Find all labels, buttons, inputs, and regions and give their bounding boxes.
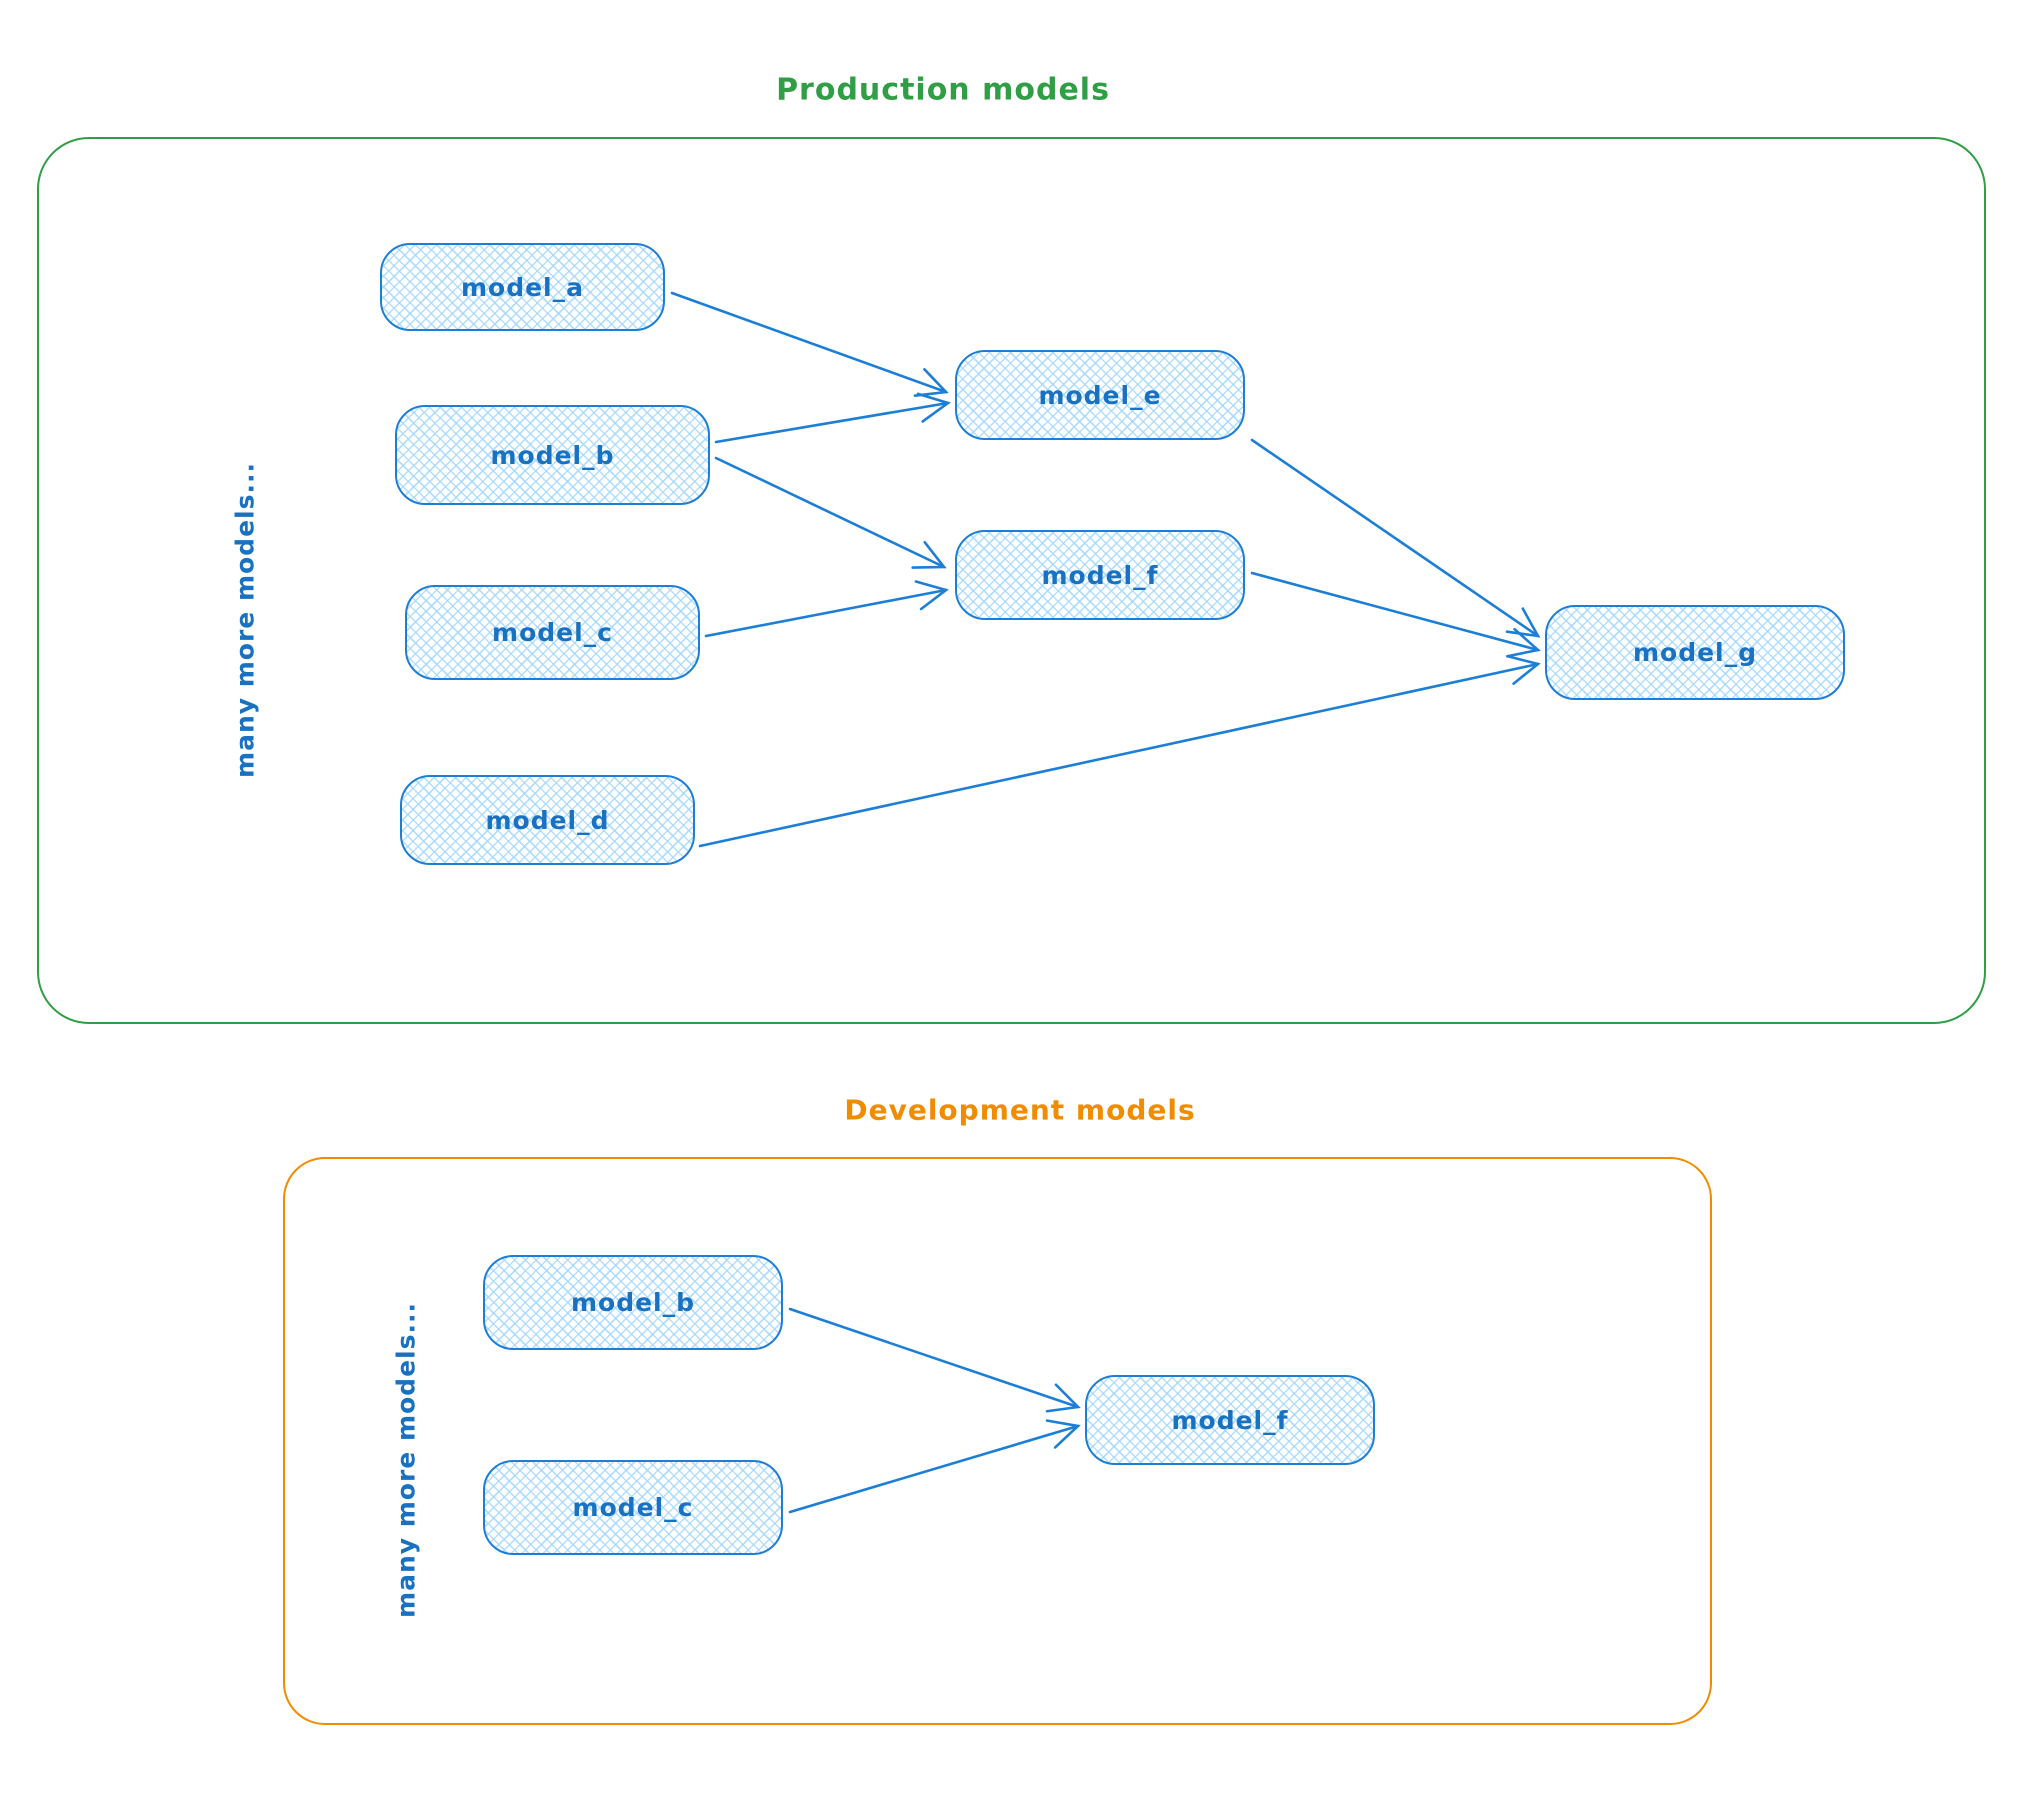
node-label-model-b: model_b bbox=[490, 440, 615, 470]
node-label-model-c: model_c bbox=[492, 618, 613, 647]
node-label-dev-model-f: model_f bbox=[1171, 1405, 1289, 1435]
node-production-model-d: model_d bbox=[400, 775, 695, 865]
node-label-model-e: model_e bbox=[1038, 380, 1162, 410]
development-side-note: many more models... bbox=[391, 1302, 421, 1618]
node-production-model-g: model_g bbox=[1545, 605, 1845, 700]
node-label-dev-model-c: model_c bbox=[572, 1493, 694, 1522]
development-section-frame bbox=[283, 1157, 1712, 1725]
node-production-model-c: model_c bbox=[405, 585, 700, 680]
node-label-model-a: model_a bbox=[460, 272, 584, 302]
node-production-model-b: model_b bbox=[395, 405, 710, 505]
node-label-dev-model-b: model_b bbox=[570, 1288, 696, 1317]
development-section-title: Development models bbox=[844, 1093, 1196, 1127]
node-development-model-b: model_b bbox=[483, 1255, 783, 1350]
node-label-model-g: model_g bbox=[1632, 638, 1758, 667]
node-production-model-e: model_e bbox=[955, 350, 1245, 440]
node-production-model-a: model_a bbox=[380, 243, 665, 331]
node-development-model-c: model_c bbox=[483, 1460, 783, 1555]
production-side-note: many more models... bbox=[230, 462, 260, 778]
node-label-model-d: model_d bbox=[485, 805, 610, 835]
node-development-model-f: model_f bbox=[1085, 1375, 1375, 1465]
node-label-model-f: model_f bbox=[1041, 560, 1159, 590]
node-production-model-f: model_f bbox=[955, 530, 1245, 620]
production-section-frame bbox=[37, 137, 1986, 1024]
production-section-title: Production models bbox=[776, 72, 1110, 108]
